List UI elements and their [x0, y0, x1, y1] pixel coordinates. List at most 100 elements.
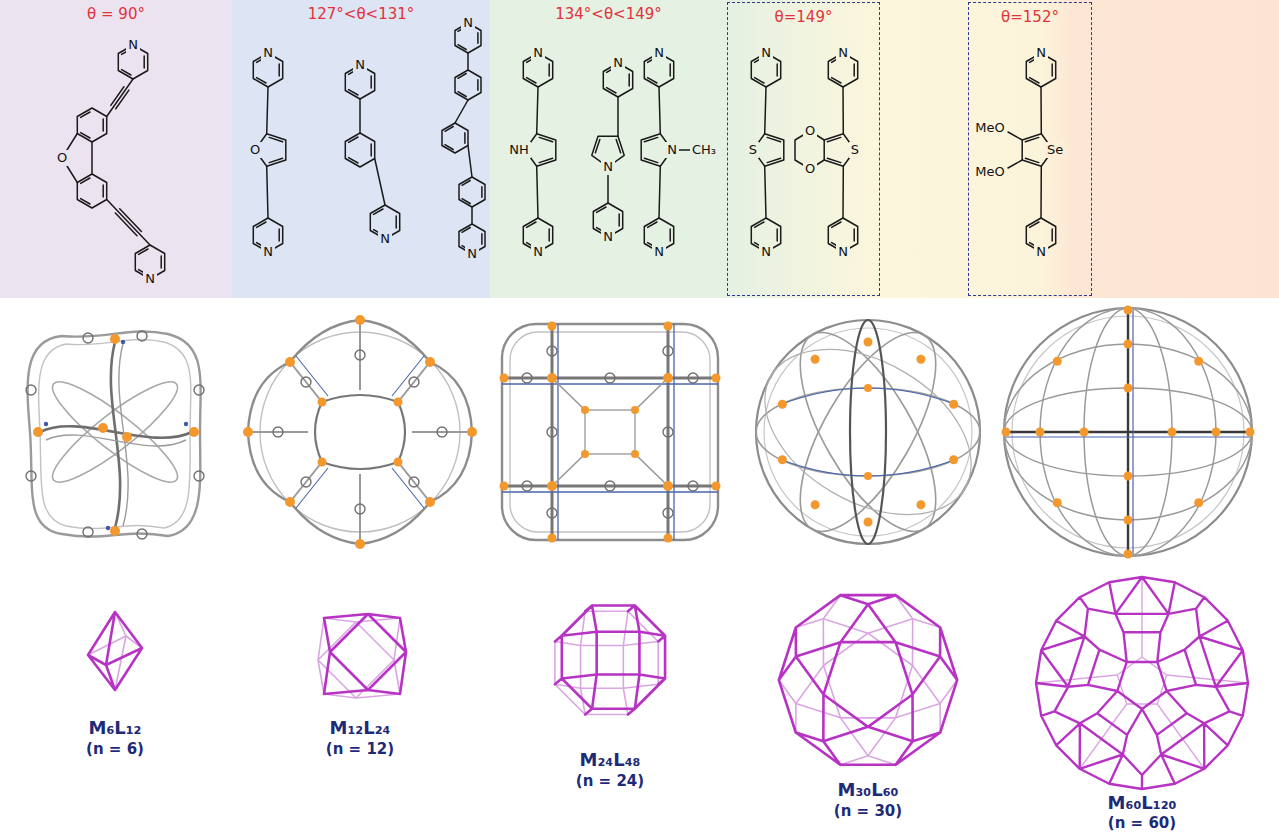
metal-ion [712, 374, 721, 383]
ligand-structures [62, 23, 1056, 279]
formula-label: M₃₀L₆₀ [836, 780, 901, 801]
benzene-ring [455, 70, 481, 100]
metal-ion [663, 373, 673, 383]
benzene-ring [77, 174, 106, 208]
ring [522, 481, 532, 491]
bonds [1008, 87, 1041, 218]
metal-ion [1212, 428, 1221, 437]
atom-label: N [261, 244, 275, 260]
rhombicosidodecahedron [1036, 577, 1248, 789]
octahedron [88, 612, 142, 690]
metal-ion [663, 481, 673, 491]
bonds [455, 53, 472, 224]
ligand-bundle [552, 378, 668, 486]
metal-ion [1053, 498, 1062, 507]
metal-ion [581, 450, 589, 458]
ligand-bundle [315, 395, 405, 469]
count-label: (n = 30) [832, 803, 904, 821]
ring [301, 377, 311, 387]
angle-heading: θ=149° [775, 3, 833, 26]
atom-label: N [353, 57, 367, 73]
metal-ion [500, 374, 509, 383]
metal-ion [110, 334, 120, 344]
atom-label: N [665, 142, 679, 158]
metal-ion [1002, 428, 1011, 437]
ring [663, 508, 673, 518]
count-label: (n = 24) [574, 773, 646, 791]
metal-ion [864, 472, 872, 480]
ring [194, 385, 204, 395]
rhombicuboctahedron [555, 605, 665, 714]
ligand-bundle [46, 344, 186, 526]
ligand-bundle [782, 388, 954, 476]
ligand-loop [736, 315, 1000, 548]
bonds [267, 87, 268, 218]
metal-ion [631, 450, 639, 458]
metal-ion [581, 406, 589, 414]
ligand-frame [502, 324, 718, 540]
front-edges [324, 614, 406, 694]
metal-ion [547, 481, 557, 491]
metal-ion [1246, 428, 1255, 437]
m6l12-crystal-structure [26, 331, 204, 539]
metal-ion [864, 338, 873, 347]
metal-ion [916, 355, 925, 364]
atom-label: CH₃ [690, 142, 718, 158]
atom-label: N [601, 159, 615, 175]
atom-label: Se [1045, 142, 1065, 158]
angle-heading: θ=152° [1001, 3, 1059, 26]
ring [547, 346, 557, 356]
count-label: (n = 12) [324, 741, 396, 759]
ligand-loop [774, 313, 962, 551]
angle-heading: 127°<θ<131° [308, 0, 415, 23]
benzene-ring [77, 108, 106, 142]
metal-ion [1168, 428, 1177, 437]
metal-ion [318, 458, 327, 467]
metal-ion [864, 518, 873, 527]
metal-ion [394, 458, 403, 467]
front-edges [555, 605, 665, 714]
metal-ion [1036, 428, 1045, 437]
ring [688, 481, 698, 491]
bonds [62, 79, 150, 245]
band-ground [0, 0, 232, 298]
metal-ion [189, 427, 199, 437]
atom-label: N [652, 45, 666, 61]
metal-ion [811, 355, 820, 364]
ring [663, 427, 673, 437]
ligand-loop [774, 313, 962, 551]
metal-ion [98, 423, 108, 433]
atom-label: N [836, 244, 850, 260]
atom-label: O [803, 161, 817, 177]
ring [547, 427, 557, 437]
metal-ion [949, 455, 958, 464]
ligand-frame [248, 320, 472, 544]
metal-ion [547, 373, 557, 383]
atom-label: NH [507, 142, 531, 158]
metal-ions [33, 334, 199, 536]
atom-label: MeO [973, 120, 1006, 136]
metal-ion [664, 322, 673, 331]
pyridine-rings [273, 350, 447, 514]
metal-ion [778, 455, 787, 464]
formula-label: M₆L₁₂ [86, 718, 143, 739]
atom-label: N [531, 244, 545, 260]
metal-ion [1124, 340, 1133, 349]
back-edges [779, 595, 957, 765]
back-edges [1036, 577, 1248, 769]
ring [547, 508, 557, 518]
metal-ion [778, 400, 787, 409]
atom-label: N [652, 244, 666, 260]
band-ground [232, 0, 490, 298]
atom-label: N [378, 231, 392, 247]
atom-label: S [747, 142, 759, 158]
metal-ion [1124, 472, 1133, 481]
ring [137, 331, 147, 341]
ligand-bundle [1006, 310, 1250, 554]
atom [184, 422, 188, 426]
ring [437, 427, 447, 437]
n-pyridyl-pyrrole-ligand [592, 63, 633, 237]
angle-heading: 134°<θ<149° [555, 0, 662, 23]
